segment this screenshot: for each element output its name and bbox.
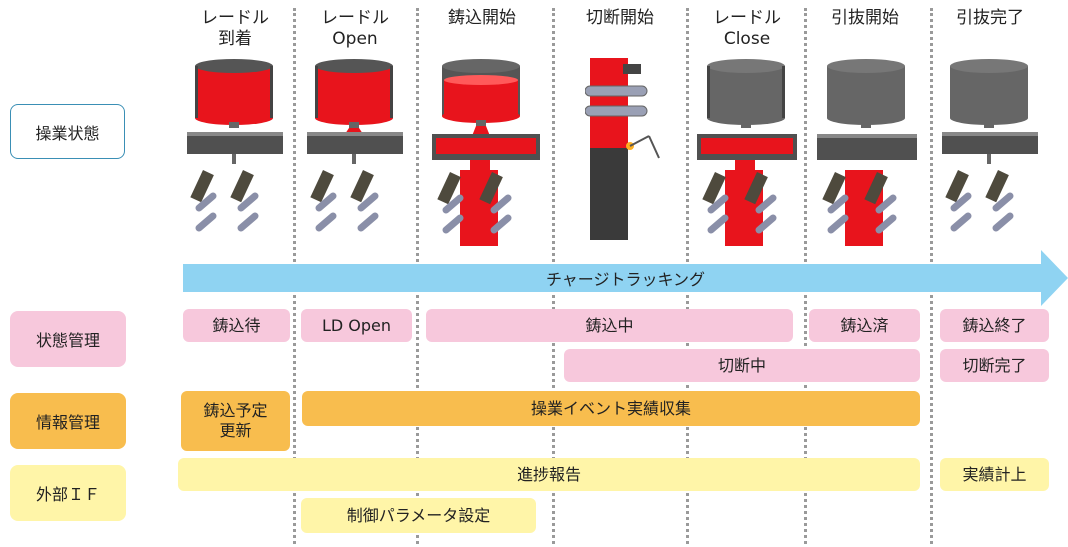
phase-title-withdraw-complete: 引抜完了 [935, 8, 1045, 29]
phase-title-casting-start: 鋳込開始 [427, 8, 537, 29]
state-bar-cut-done: 切断完了 [940, 349, 1049, 382]
phase-title-line1: 鋳込開始 [448, 8, 516, 28]
phase-title-ladle-arrival: レードル 到着 [180, 8, 290, 50]
phase-title-line2: 到着 [218, 29, 252, 49]
state-bar-cast-end: 鋳込終了 [940, 309, 1049, 342]
phase-title-line2: Open [332, 29, 378, 49]
charge-tracking-label: チャージトラッキング [545, 270, 706, 289]
state-bar-cutting: 切断中 [564, 349, 920, 382]
row-label-info-management: 情報管理 [10, 393, 126, 449]
info-bar-schedule-text: 鋳込予定 更新 [203, 401, 268, 440]
state-bar-casting-wait: 鋳込待 [183, 309, 290, 342]
phase-title-line1: レードル [321, 8, 389, 28]
info-bar-schedule-update: 鋳込予定 更新 [181, 391, 290, 451]
phase-illustration-ladle-arrival [187, 59, 283, 232]
phase-title-cutting-start: 切断開始 [565, 8, 675, 29]
arrow-shape-icon [183, 250, 1068, 306]
phase-title-line1: レードル [201, 8, 269, 28]
phase-title-line2: Close [723, 29, 771, 49]
phase-illustration-withdraw-start [817, 59, 917, 246]
external-bar-progress-report: 進捗報告 [178, 458, 920, 491]
phase-title-withdraw-start: 引抜開始 [810, 8, 920, 29]
external-bar-control-params: 制御パラメータ設定 [301, 498, 536, 533]
state-bar-casting: 鋳込中 [426, 309, 793, 342]
phase-title-ladle-close: レードル Close [692, 8, 802, 50]
phase-illustration-cutting-start [585, 58, 660, 240]
phase-title-ladle-open: レードル Open [300, 8, 410, 50]
external-bar-record: 実績計上 [940, 458, 1049, 491]
info-bar-event-collection: 操業イベント実績収集 [302, 391, 920, 426]
row-label-external-if: 外部ＩＦ [10, 465, 126, 521]
charge-tracking-arrow: チャージトラッキング [183, 250, 1068, 306]
phase-title-line1: 切断開始 [586, 8, 654, 28]
phase-illustration-ladle-close [697, 59, 797, 246]
phase-illustration-casting-start [432, 59, 540, 246]
phase-title-line1: 引抜開始 [831, 8, 899, 28]
row-label-state-management: 状態管理 [10, 311, 126, 367]
state-bar-cast-done: 鋳込済 [809, 309, 920, 342]
state-bar-ld-open: LD Open [301, 309, 412, 342]
phase-title-line1: 引抜完了 [956, 8, 1024, 28]
phase-title-line1: レードル [713, 8, 781, 28]
phase-illustration-withdraw-complete [942, 59, 1038, 232]
row-label-operation-state: 操業状態 [10, 104, 125, 159]
phase-illustration-ladle-open [307, 59, 403, 232]
